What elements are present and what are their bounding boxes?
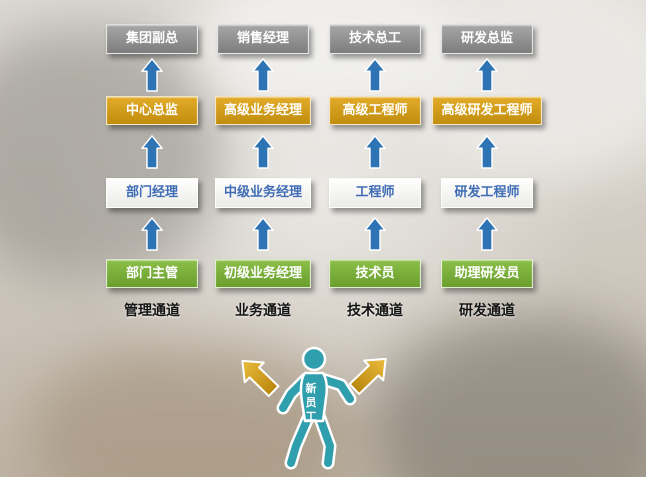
position-box: 销售经理	[217, 24, 309, 54]
new-employee-label: 新员工	[305, 382, 317, 423]
up-arrow-icon	[141, 135, 163, 169]
channel-column-management: 集团副总 中心总监 部门经理 部门主管 管理通道	[92, 24, 212, 320]
channel-label: 技术通道	[347, 303, 403, 320]
position-box: 高级业务经理	[214, 95, 311, 126]
up-arrow-icon	[141, 58, 163, 92]
up-arrow-icon	[252, 217, 274, 251]
position-box: 部门经理	[106, 178, 198, 208]
position-box: 中心总监	[106, 95, 198, 126]
up-arrow-icon	[252, 58, 274, 92]
up-arrow-icon	[141, 217, 163, 251]
channel-label: 研发通道	[459, 303, 515, 320]
channel-column-technical: 技术总工 高级工程师 工程师 技术员 技术通道	[315, 24, 435, 320]
new-employee-figure	[276, 346, 357, 470]
up-arrow-icon	[364, 58, 386, 92]
position-box: 中级业务经理	[214, 178, 311, 208]
channel-label: 业务通道	[235, 303, 291, 320]
background-photo-blur	[376, 317, 646, 477]
position-box: 部门主管	[106, 258, 198, 289]
channel-label: 管理通道	[124, 303, 180, 320]
position-box: 技术员	[329, 258, 421, 289]
position-box: 研发总监	[441, 24, 533, 54]
background-photo-blur	[0, 30, 220, 280]
up-arrow-icon	[252, 135, 274, 169]
up-arrow-icon	[476, 58, 498, 92]
position-box: 高级研发工程师	[432, 95, 542, 126]
up-arrow-icon	[364, 217, 386, 251]
position-box: 集团副总	[106, 24, 198, 54]
up-arrow-icon	[476, 135, 498, 169]
position-box: 工程师	[329, 178, 421, 208]
up-arrow-icon	[476, 217, 498, 251]
position-box: 研发工程师	[441, 178, 533, 208]
position-box: 技术总工	[329, 24, 421, 54]
channel-column-business: 销售经理 高级业务经理 中级业务经理 初级业务经理 业务通道	[203, 24, 323, 320]
position-box: 助理研发员	[441, 258, 533, 289]
up-arrow-icon	[364, 135, 386, 169]
position-box: 初级业务经理	[214, 258, 311, 289]
channel-column-rnd: 研发总监 高级研发工程师 研发工程师 助理研发员 研发通道	[427, 24, 547, 320]
position-box: 高级工程师	[329, 95, 421, 126]
